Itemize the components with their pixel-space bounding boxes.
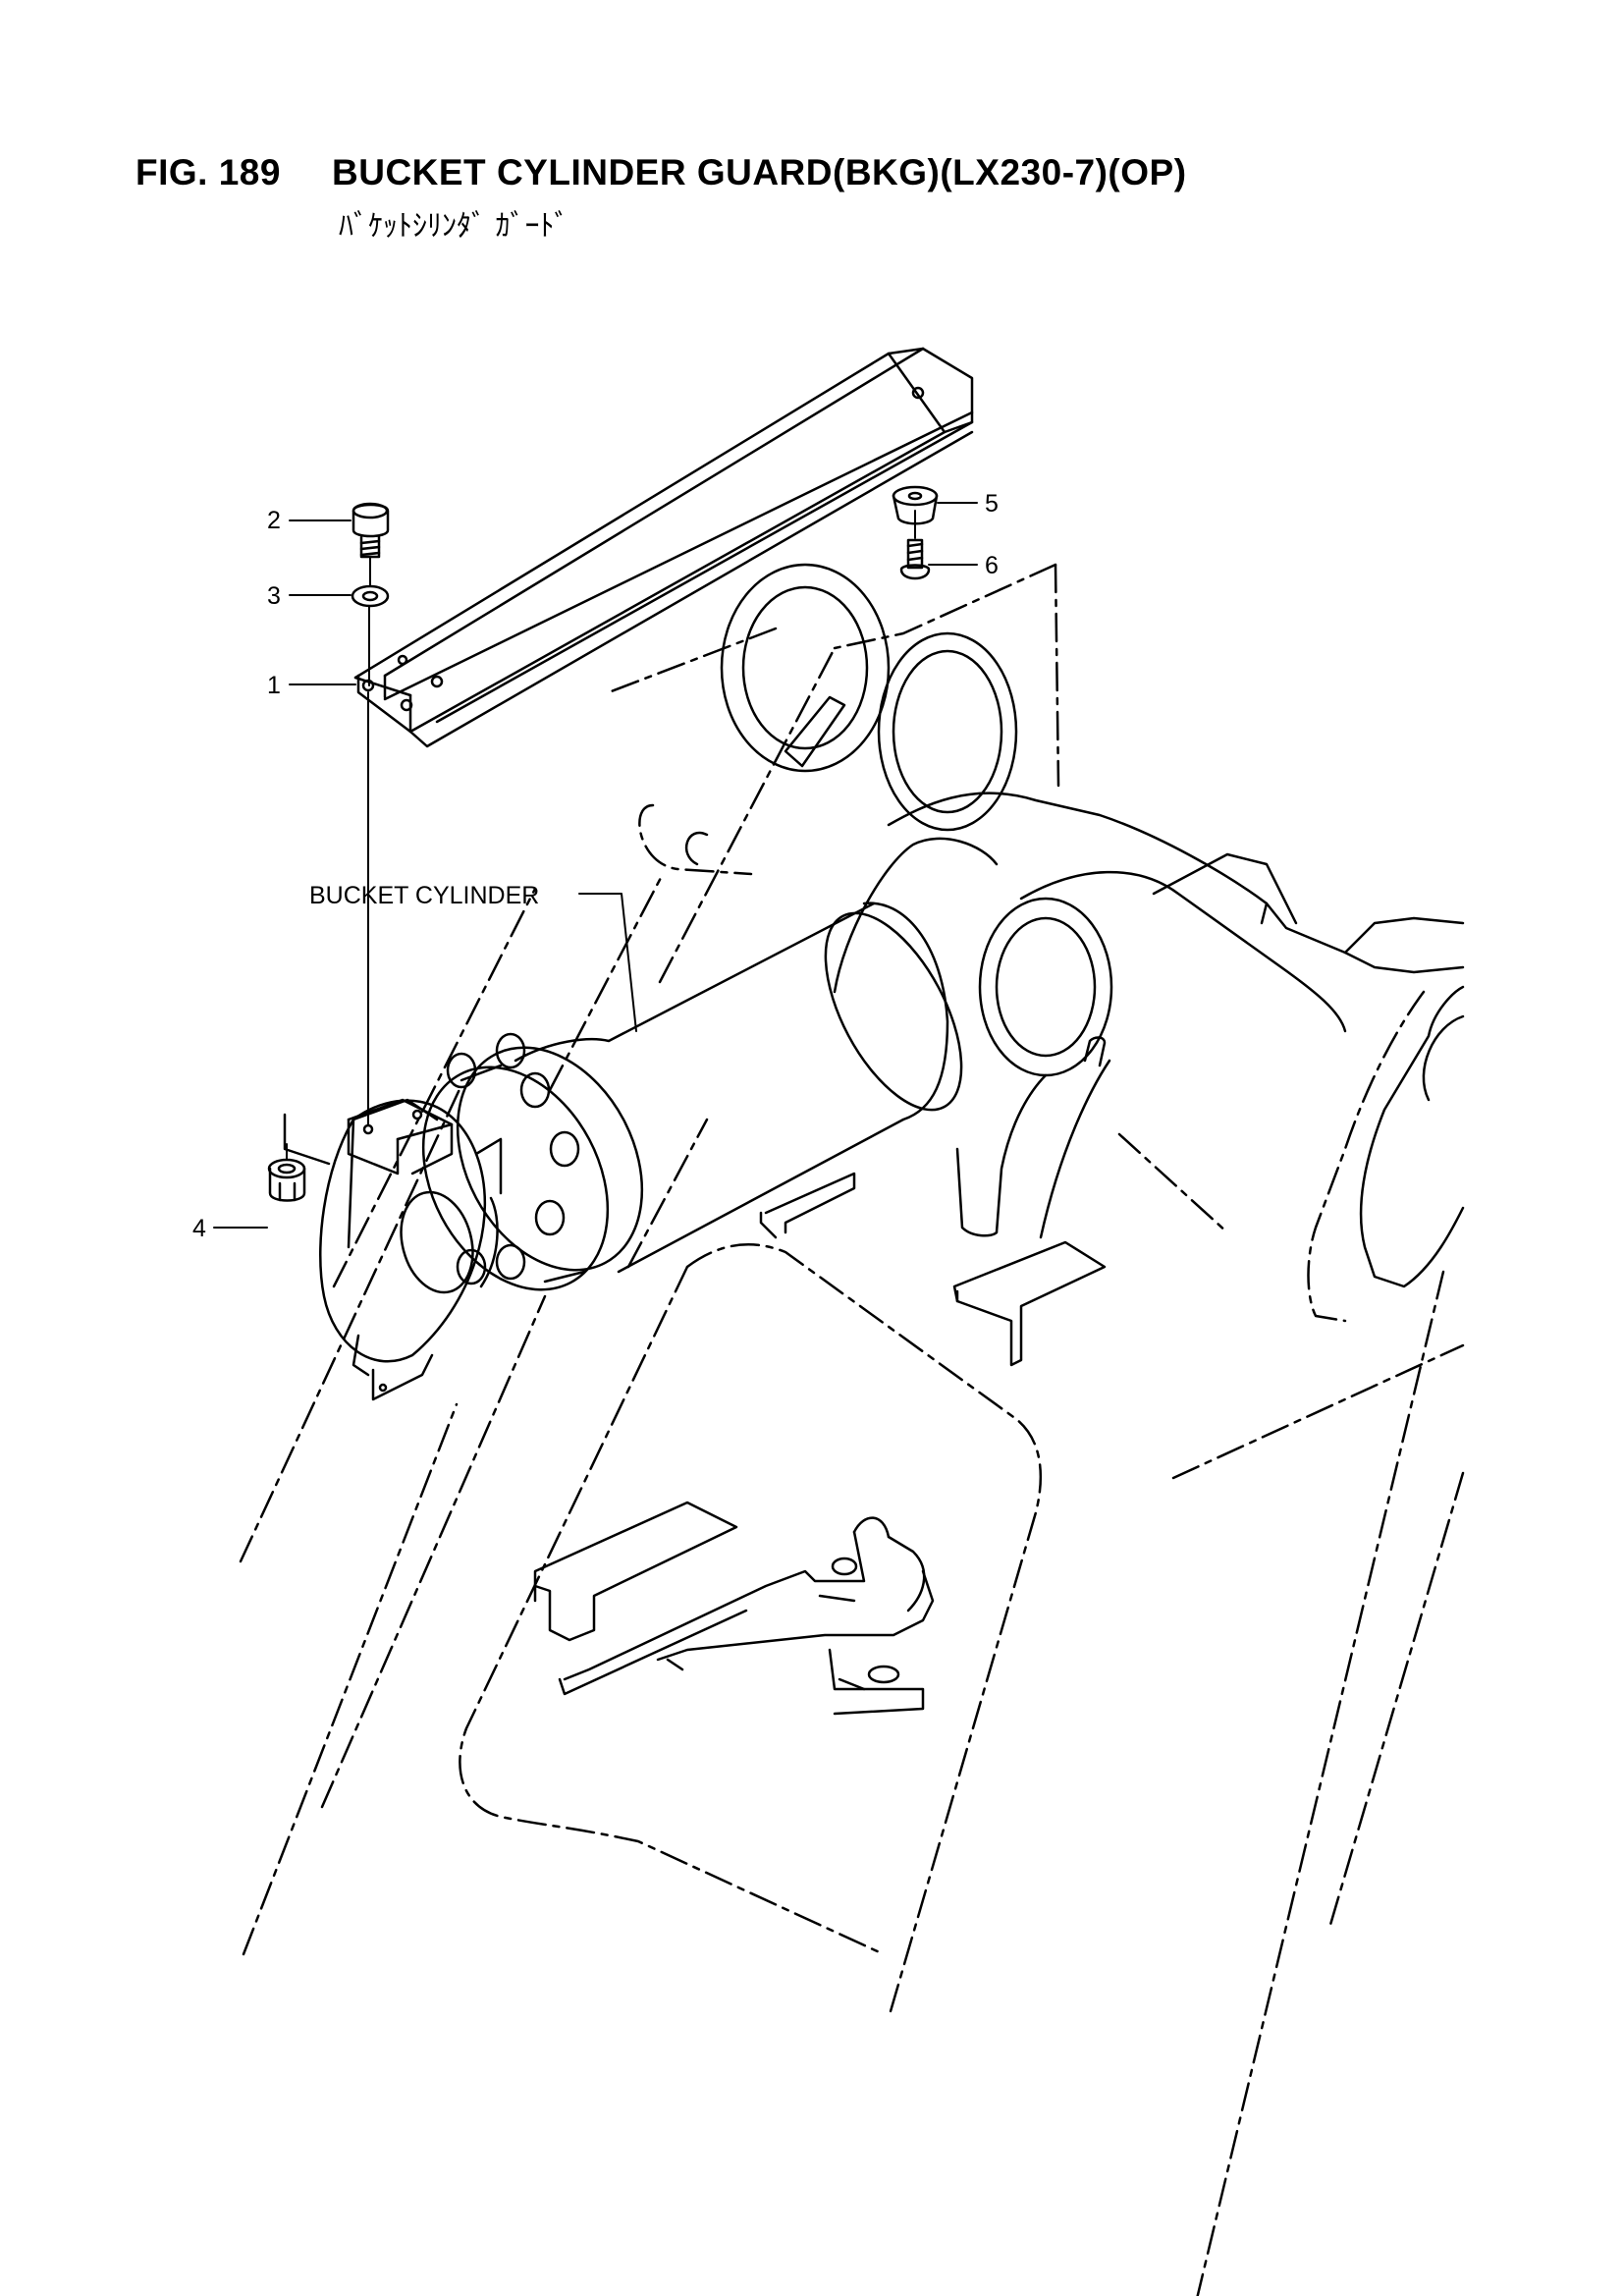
nut-part xyxy=(267,1158,306,1202)
callout-2: 2 xyxy=(267,507,281,534)
callout-4: 4 xyxy=(192,1215,206,1242)
figure-subtitle: ﾊﾞｹｯﾄｼﾘﾝﾀﾞ ｶﾞｰﾄﾞ xyxy=(339,209,569,244)
title-block: FIG. 189 BUCKET CYLINDER GUARD(BKG)(LX230… xyxy=(135,152,1187,244)
lower-lug xyxy=(533,1501,935,1716)
callout-3: 3 xyxy=(267,582,281,610)
bucket-cylinder-label: BUCKET CYLINDER xyxy=(309,882,539,909)
mounting-bracket xyxy=(759,1172,1107,1367)
bolt-part xyxy=(352,502,390,559)
callout-5: 5 xyxy=(985,490,999,518)
boom-outline xyxy=(239,563,1465,2296)
guard-plate xyxy=(353,347,974,748)
washer-part xyxy=(351,584,390,608)
callout-6: 6 xyxy=(985,552,999,579)
lower-frame-window xyxy=(459,1243,1042,2020)
figure-title-line: FIG. 189 BUCKET CYLINDER GUARD(BKG)(LX230… xyxy=(135,152,1187,193)
callout-1: 1 xyxy=(267,672,281,699)
screw-part xyxy=(899,538,931,580)
figure-title: BUCKET CYLINDER GUARD(BKG)(LX230-7)(OP) xyxy=(332,152,1187,192)
leader-lines xyxy=(213,502,978,1229)
bucket-link xyxy=(955,852,1465,1323)
figure-number: FIG. 189 xyxy=(135,152,281,192)
boom-plate xyxy=(607,563,1269,994)
bucket-cylinder xyxy=(283,902,963,1401)
